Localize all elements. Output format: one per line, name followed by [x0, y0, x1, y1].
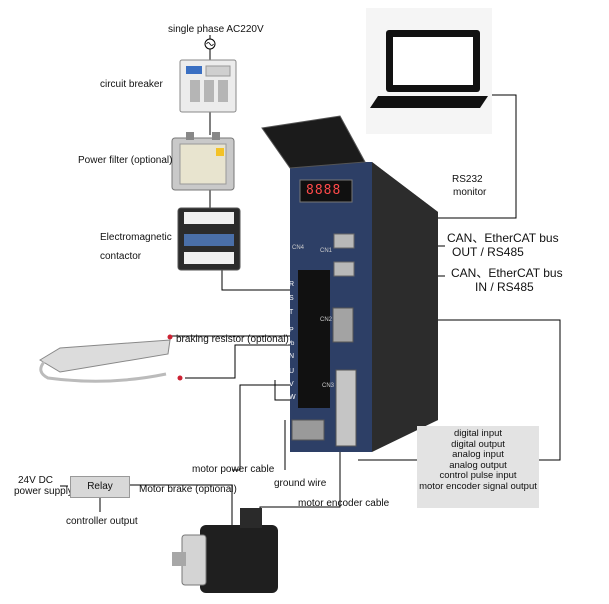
label-rs232-2: monitor — [453, 187, 487, 198]
label-braking-resistor: braking resistor (optional) — [176, 334, 289, 345]
terminal-n: N — [289, 353, 295, 360]
terminal-r: R — [289, 281, 295, 288]
terminal-t: T — [289, 309, 294, 316]
port-cn3: CN3 — [322, 383, 335, 389]
servo-motor-icon — [172, 508, 278, 593]
drive-display: 8888 — [306, 183, 342, 198]
label-motor-encoder-cable: motor encoder cable — [298, 498, 390, 509]
label-motor-brake: Motor brake (optional) — [139, 484, 237, 495]
io-signal: digital input — [453, 428, 503, 439]
io-signal-panel: digital input digital output analog inpu… — [417, 426, 539, 508]
label-motor-power-cable: motor power cable — [192, 464, 275, 475]
label-contactor-1: Electromagnetic — [100, 232, 172, 243]
terminal-p: P — [289, 327, 294, 334]
label-can-in-2: IN / RS485 — [475, 280, 534, 294]
terminal-pb: Pb — [287, 341, 295, 347]
label-can-out-1: CAN、EtherCAT bus — [447, 231, 559, 245]
terminal-v: V — [289, 381, 294, 388]
label-power-filter: Power filter (optional) — [78, 155, 173, 166]
laptop-icon — [366, 8, 492, 134]
servo-drive-icon — [261, 115, 438, 452]
terminal-u: U — [289, 368, 295, 375]
io-signal: analog output — [449, 459, 507, 471]
relay-box: Relay — [70, 476, 130, 498]
label-circuit-breaker: circuit breaker — [100, 79, 163, 90]
label-contactor-2: contactor — [100, 251, 142, 262]
terminal-s: S — [289, 295, 294, 302]
io-signal: digital output — [451, 438, 505, 450]
contactor-icon — [177, 207, 241, 271]
port-cn2: CN2 — [320, 317, 333, 323]
port-cn1: CN1 — [320, 248, 333, 254]
io-signal: control pulse input — [439, 470, 517, 482]
io-signal: motor encoder signal output — [419, 480, 537, 492]
label-can-out-2: OUT / RS485 — [452, 245, 524, 259]
label-ground-wire: ground wire — [274, 478, 327, 489]
terminal-w: W — [289, 394, 296, 401]
circuit-breaker-icon — [179, 59, 237, 113]
port-cn4: CN4 — [292, 245, 305, 251]
braking-resistor-icon — [39, 334, 183, 383]
ac-source-icon — [204, 38, 216, 50]
io-signal: analog input — [452, 449, 504, 461]
label-dc-supply-1: 24V DC — [18, 475, 54, 486]
label-can-in-1: CAN、EtherCAT bus — [451, 266, 563, 280]
power-filter-icon — [171, 132, 235, 191]
label-controller-output: controller output — [66, 516, 138, 527]
label-rs232-1: RS232 — [452, 174, 483, 185]
label-dc-supply-2: power supply — [14, 486, 73, 497]
label-power-source: single phase AC220V — [168, 24, 264, 35]
